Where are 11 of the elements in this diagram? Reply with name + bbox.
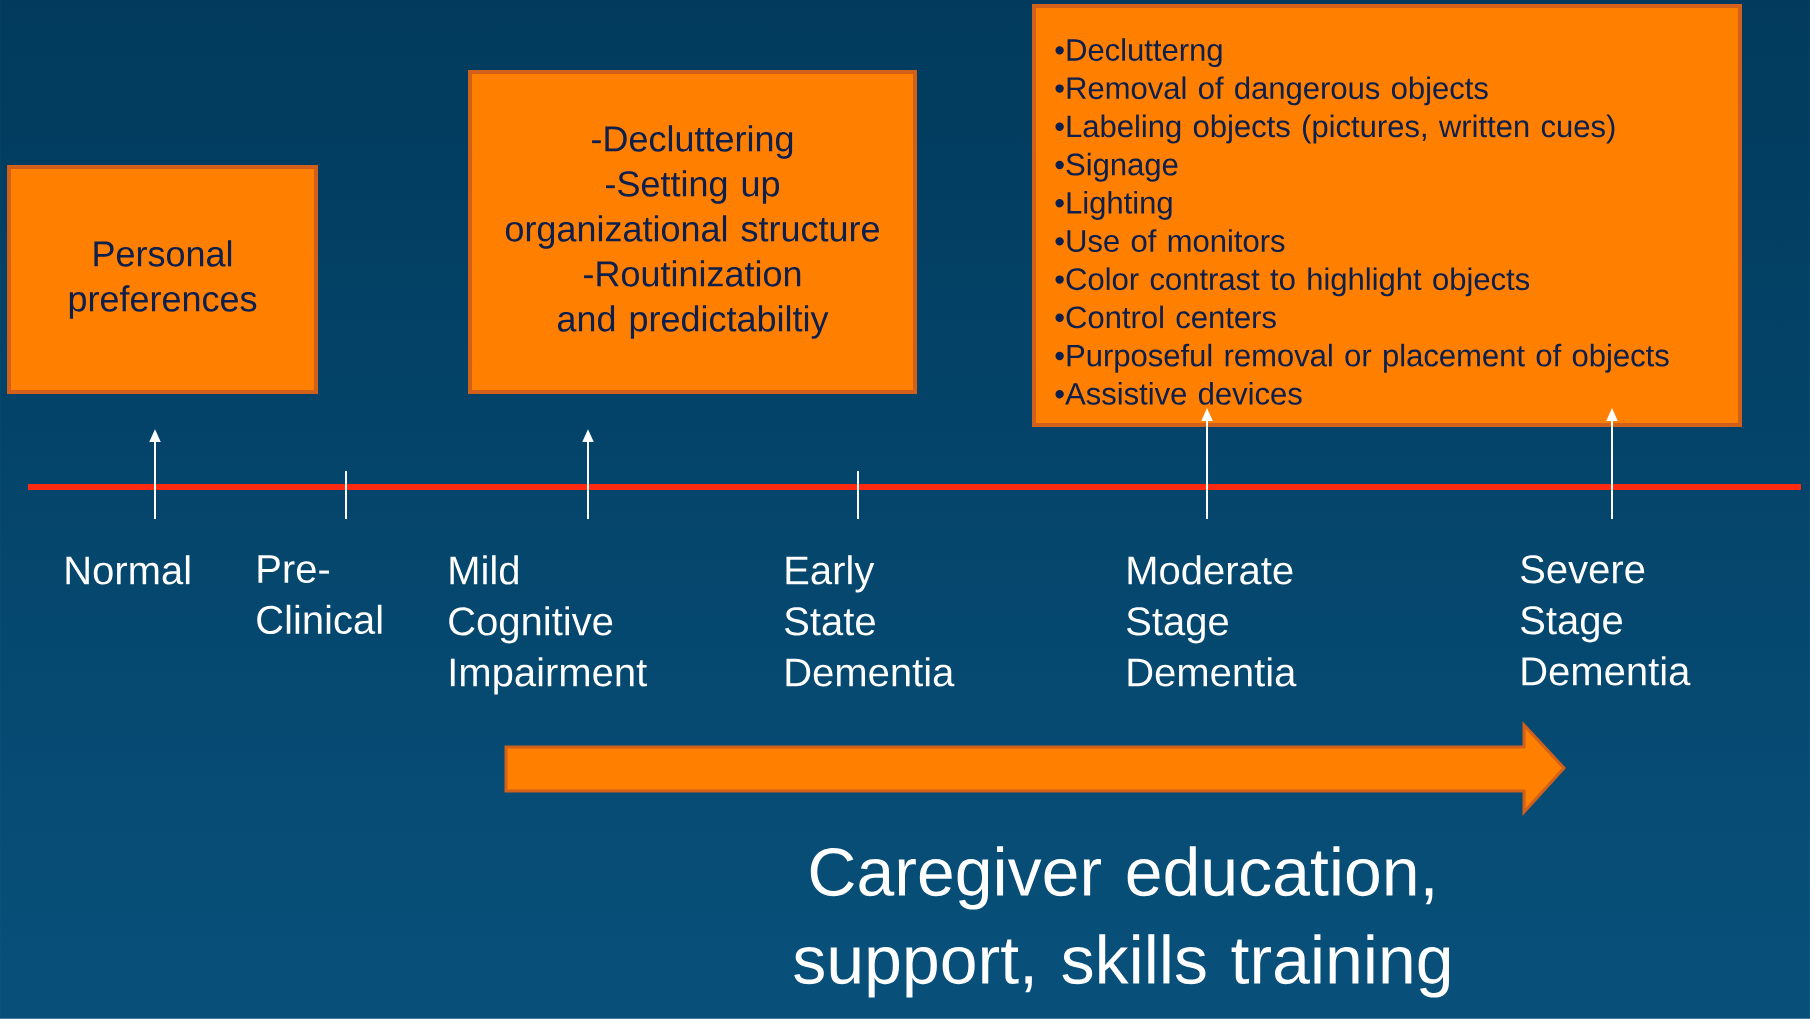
text-box: Personal preferences [7, 165, 318, 394]
stage-label: Mild Cognitive Impairment [449, 555, 647, 695]
caption-text: Caregiver education, support, skills training [794, 846, 1450, 998]
stage-label: Early State Dementia [785, 555, 955, 687]
stage-label: Moderate Stage Dementia [1127, 555, 1297, 687]
stage-label: Severe Stage Dementia [1521, 555, 1691, 686]
progress-arrow [504, 721, 1567, 816]
stage-label: Pre-Clinical [257, 555, 382, 635]
text-box: -Decluttering -Setting up organizational structure -Routinization and predictabiltiy [468, 70, 917, 394]
bullet-list-box: •Declutterng •Removal of dangerous objects •Labeling objects (pictures, written cues) •Signage •Lighting •Use of monitors •Color contrast to highlight objects •Control centers •Purposeful removal or placement of objects •Assistive devices [1032, 4, 1742, 427]
stage-label: Normal [66, 555, 190, 585]
